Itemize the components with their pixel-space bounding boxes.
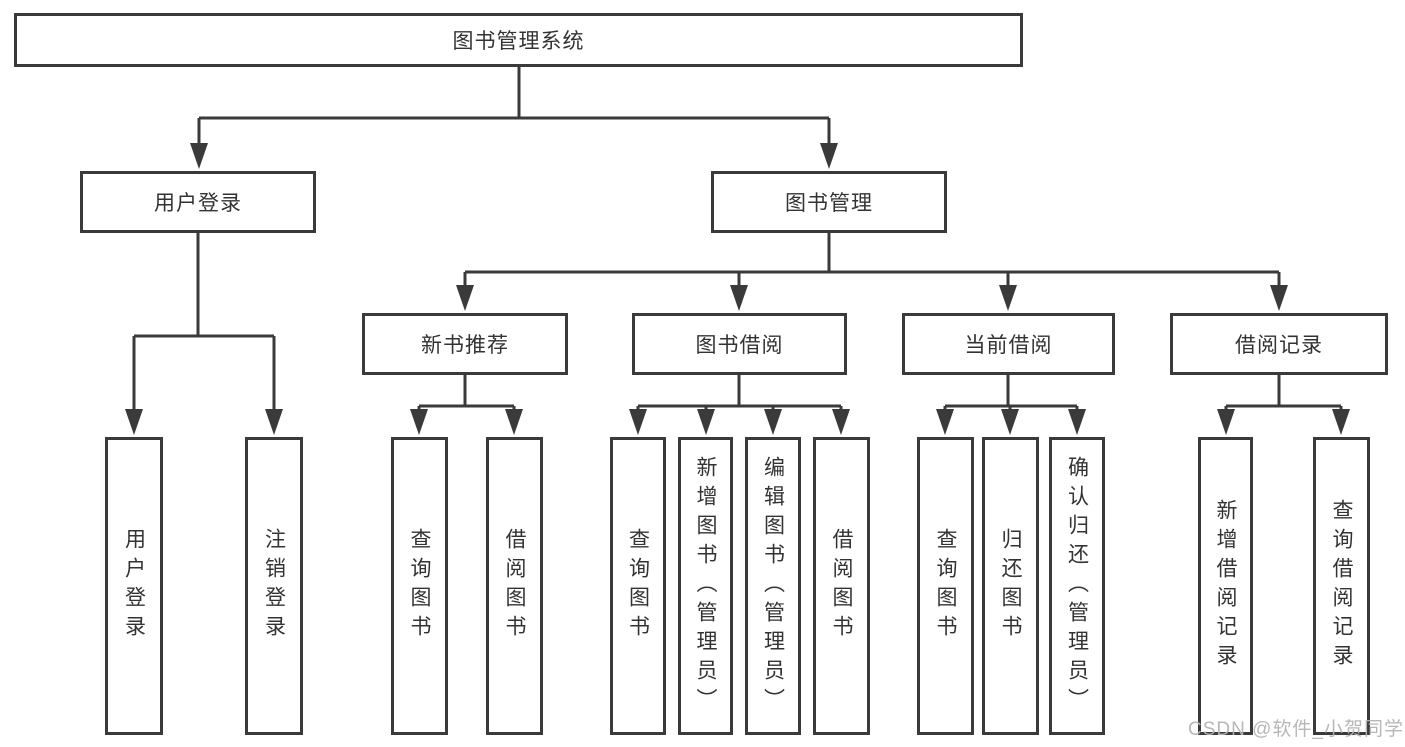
leaf-user-login-label: 用户登录 [122, 528, 146, 644]
leaf-cb-query-book-label: 查询图书 [934, 528, 957, 644]
node-root: 图书管理系统 [14, 13, 1023, 67]
node-user-login-label: 用户登录 [154, 192, 242, 215]
leaf-cb-return-book-label: 归还图书 [999, 528, 1022, 644]
leaf-logout: 注销登录 [245, 437, 303, 735]
node-borrow-record: 借阅记录 [1170, 313, 1388, 375]
node-current-borrow-label: 当前借阅 [964, 334, 1053, 357]
leaf-rec-query-book: 查询图书 [391, 437, 448, 735]
node-book-mgmt-label: 图书管理 [785, 192, 873, 215]
node-book-mgmt: 图书管理 [711, 171, 947, 233]
leaf-bb-query-book-label: 查询图书 [626, 528, 650, 644]
leaf-bb-add-book: 新增图书（管理员） [678, 437, 733, 735]
leaf-logout-label: 注销登录 [262, 528, 286, 644]
leaf-bb-edit-book-label: 编辑图书（管理员） [761, 455, 785, 717]
leaf-br-add-record-label: 新增借阅记录 [1214, 499, 1237, 673]
leaf-cb-confirm-return: 确认归还（管理员） [1049, 437, 1105, 735]
leaf-br-query-record: 查询借阅记录 [1313, 437, 1370, 735]
leaf-cb-confirm-return-label: 确认归还（管理员） [1065, 455, 1089, 717]
leaf-br-add-record: 新增借阅记录 [1198, 437, 1253, 735]
node-current-borrow: 当前借阅 [902, 313, 1115, 375]
node-new-book-rec-label: 新书推荐 [421, 334, 509, 357]
leaf-bb-borrow-book: 借阅图书 [813, 437, 870, 735]
node-user-login: 用户登录 [80, 171, 316, 233]
leaf-br-query-record-label: 查询借阅记录 [1330, 499, 1353, 673]
leaf-bb-borrow-book-label: 借阅图书 [830, 528, 853, 644]
leaf-cb-query-book: 查询图书 [917, 437, 974, 735]
leaf-rec-query-book-label: 查询图书 [408, 528, 431, 644]
node-borrow-record-label: 借阅记录 [1235, 334, 1323, 357]
leaf-rec-borrow-book: 借阅图书 [486, 437, 543, 735]
watermark-text: CSDN @软件_小贺同学 [1188, 719, 1404, 740]
node-book-borrow-label: 图书借阅 [695, 334, 784, 357]
node-new-book-rec: 新书推荐 [362, 313, 568, 375]
leaf-user-login: 用户登录 [105, 437, 163, 735]
node-book-borrow: 图书借阅 [632, 313, 847, 375]
leaf-cb-return-book: 归还图书 [982, 437, 1039, 735]
leaf-bb-add-book-label: 新增图书（管理员） [694, 455, 717, 717]
leaf-rec-borrow-book-label: 借阅图书 [503, 528, 526, 644]
leaf-bb-query-book: 查询图书 [610, 437, 666, 735]
leaf-bb-edit-book: 编辑图书（管理员） [745, 437, 801, 735]
node-root-label: 图书管理系统 [452, 30, 585, 53]
